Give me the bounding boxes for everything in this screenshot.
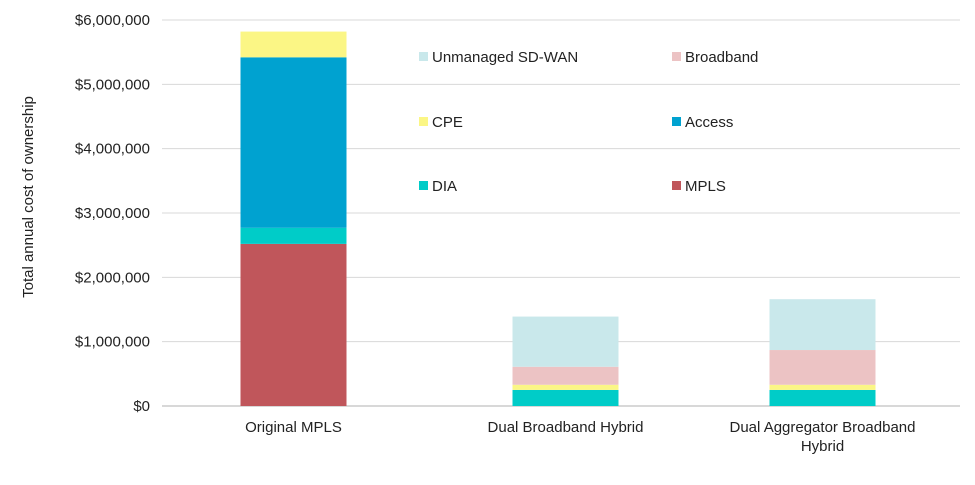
bar-segment-dia xyxy=(769,389,876,406)
bars xyxy=(240,31,876,406)
bar-segment-cpe xyxy=(769,384,876,390)
y-tick-label: $6,000,000 xyxy=(75,12,150,29)
x-category-label: Dual Broadband Hybrid xyxy=(488,419,644,436)
y-tick-label: $0 xyxy=(133,398,150,415)
bar-segment-cpe xyxy=(512,384,619,390)
legend-label: Broadband xyxy=(685,49,758,66)
legend-label: MPLS xyxy=(685,178,726,195)
bar-segment-mpls xyxy=(240,243,347,406)
legend-label: DIA xyxy=(432,178,457,195)
legend-label: CPE xyxy=(432,114,463,131)
y-tick-label: $2,000,000 xyxy=(75,269,150,286)
legend-swatch xyxy=(672,181,681,190)
legend-label: Unmanaged SD-WAN xyxy=(432,49,578,66)
bar-segment-dia xyxy=(240,227,347,244)
y-tick-label: $3,000,000 xyxy=(75,205,150,222)
bar-segment-cpe xyxy=(240,31,347,58)
legend-label: Access xyxy=(685,114,733,131)
bar-segment-access xyxy=(240,57,347,228)
legend-swatch xyxy=(419,52,428,61)
legend-item-broadband: Broadband xyxy=(672,49,758,66)
legend-swatch xyxy=(672,117,681,126)
y-tick-label: $1,000,000 xyxy=(75,334,150,351)
bar-segment-broadband xyxy=(512,366,619,385)
legend-item-cpe: CPE xyxy=(419,114,463,131)
legend-swatch xyxy=(419,181,428,190)
y-axis-ticks: $0 $1,000,000 $2,000,000 $3,000,000 $4,000,0… xyxy=(75,12,150,415)
y-axis-title: Total annual cost of ownership xyxy=(20,96,37,298)
legend-item-unmanaged-sd-wan: Unmanaged SD-WAN xyxy=(419,49,578,66)
legend-swatch xyxy=(419,117,428,126)
legend-item-dia: DIA xyxy=(419,178,457,195)
bar-segment-broadband xyxy=(769,350,876,385)
legend-swatch xyxy=(672,52,681,61)
x-category-label: Original MPLS xyxy=(245,419,342,436)
legend-item-access: Access xyxy=(672,114,733,131)
y-tick-label: $4,000,000 xyxy=(75,141,150,158)
x-axis-categories: Original MPLS Dual Broadband Hybrid Dual A… xyxy=(245,419,915,455)
bar-segment-dia xyxy=(512,389,619,406)
bar-segment-unmanaged-sd-wan xyxy=(769,299,876,351)
legend-item-mpls: MPLS xyxy=(672,178,726,195)
bar-segment-unmanaged-sd-wan xyxy=(512,316,619,367)
y-tick-label: $5,000,000 xyxy=(75,76,150,93)
